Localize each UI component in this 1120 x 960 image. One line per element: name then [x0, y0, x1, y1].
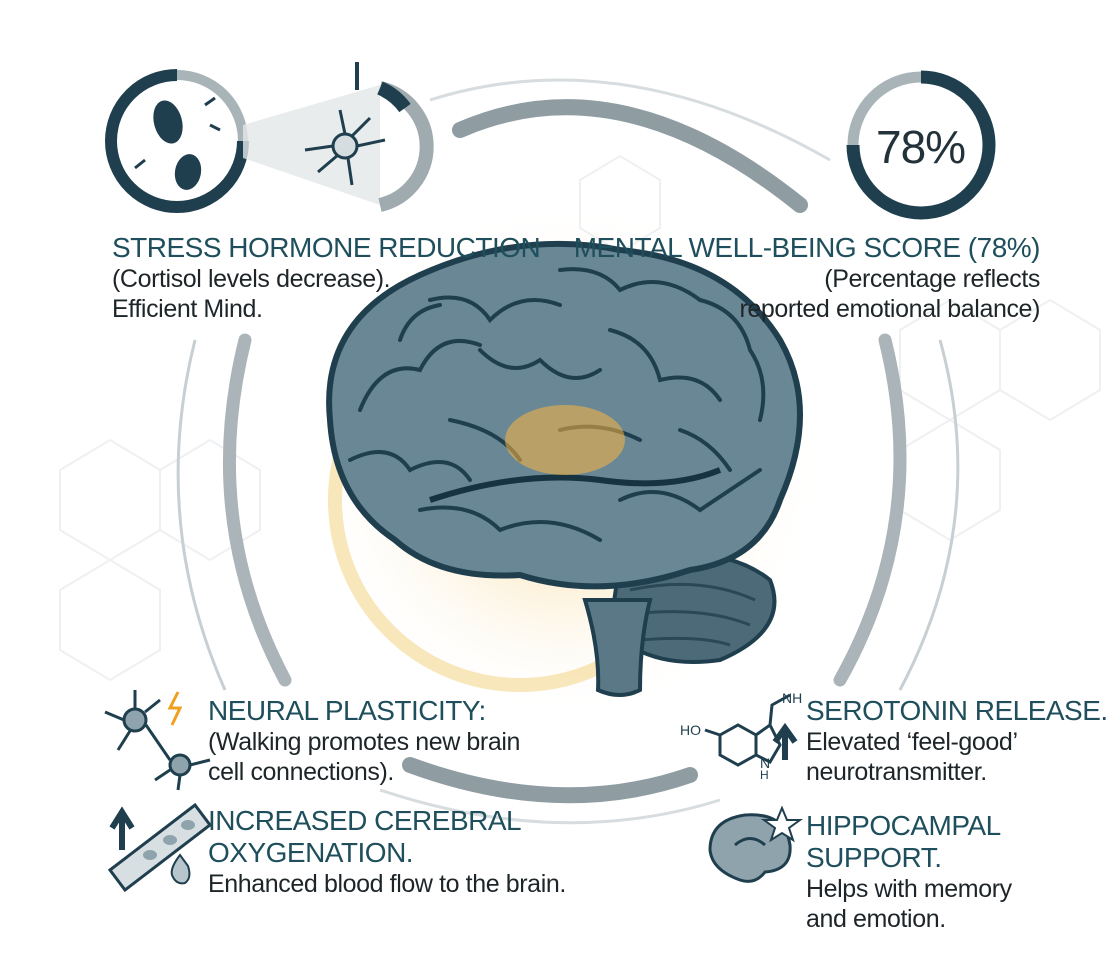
oxygenation-line-1: Enhanced blood flow to the brain. — [208, 870, 566, 898]
wellbeing-section: MENTAL WELL-BEING SCORE (78%) (Percentag… — [573, 232, 1041, 324]
gauge-arc-dark — [376, 81, 411, 113]
oxygenation-title-2: OXYGENATION. — [208, 837, 414, 868]
serotonin-line-2: neurotransmitter. — [806, 758, 987, 786]
stress-line-1: (Cortisol levels decrease). — [112, 265, 391, 293]
outer-arc-left — [222, 333, 292, 687]
hippocampal-line-1: Helps with memory — [806, 875, 1012, 903]
oxygenation-section: INCREASED CEREBRAL OXYGENATION. Enhanced… — [208, 805, 566, 899]
lightning-icon — [167, 691, 183, 726]
serotonin-section: SEROTONIN RELEASE. Elevated ‘feel-good’ … — [806, 695, 1108, 787]
serotonin-line-1: Elevated ‘feel-good’ — [806, 728, 1018, 756]
hippocampal-section: HIPPOCAMPAL SUPPORT. Helps with memory a… — [806, 810, 1120, 934]
droplet-icon — [170, 853, 191, 885]
hippocampal-title: HIPPOCAMPAL SUPPORT. — [806, 810, 1000, 873]
outer-arc-left-thin — [176, 339, 227, 691]
spotlight-beam — [243, 85, 380, 205]
molecule-nh-label: NH — [782, 690, 803, 706]
brain-icon — [326, 240, 803, 697]
hippocampal-line-2: and emotion. — [806, 905, 946, 933]
star-icon — [760, 805, 804, 843]
outer-arc-right-thin — [898, 339, 960, 691]
molecule-n-label: N — [760, 755, 771, 771]
neuron-icon — [304, 109, 386, 186]
stress-section: STRESS HORMONE REDUCTION (Cortisol level… — [112, 232, 541, 324]
score-ring-progress — [846, 70, 996, 220]
plasticity-line-1: (Walking promotes new brain — [208, 728, 521, 756]
stress-ring-progress — [105, 69, 249, 213]
plasticity-line-2: cell connections). — [208, 758, 394, 786]
stress-title: STRESS HORMONE REDUCTION — [112, 232, 541, 263]
plasticity-title: NEURAL PLASTICITY: — [208, 695, 486, 726]
footprints-icon — [134, 96, 221, 190]
score-label: 78% — [876, 121, 966, 173]
neurons-icon — [104, 690, 211, 791]
up-arrow-icon-2 — [109, 806, 135, 850]
outer-arc-bottom — [402, 757, 698, 804]
serotonin-title: SEROTONIN RELEASE. — [806, 695, 1108, 726]
stress-line-2: Efficient Mind. — [112, 295, 263, 323]
outer-arc-right — [833, 333, 907, 687]
molecule-ho-label: HO — [680, 722, 701, 738]
wellbeing-line-2: reported emotional balance) — [739, 295, 1040, 323]
brain-section-icon — [708, 813, 792, 883]
serotonin-molecule-icon — [704, 693, 791, 767]
blood-vessel-icon — [107, 802, 213, 893]
up-arrow-icon — [772, 722, 798, 760]
wellbeing-line-1: (Percentage reflects — [824, 265, 1040, 293]
wellbeing-title: MENTAL WELL-BEING SCORE (78%) — [573, 232, 1041, 263]
plasticity-section: NEURAL PLASTICITY: (Walking promotes new… — [208, 695, 520, 787]
outer-arc-top-thin — [429, 78, 831, 162]
oxygenation-title-1: INCREASED CEREBRAL — [208, 805, 522, 836]
outer-arc-top — [452, 99, 808, 213]
molecule-h-label: H — [760, 768, 769, 782]
hex-pattern — [59, 154, 1101, 682]
outer-arc-bottom-thin — [379, 788, 721, 825]
